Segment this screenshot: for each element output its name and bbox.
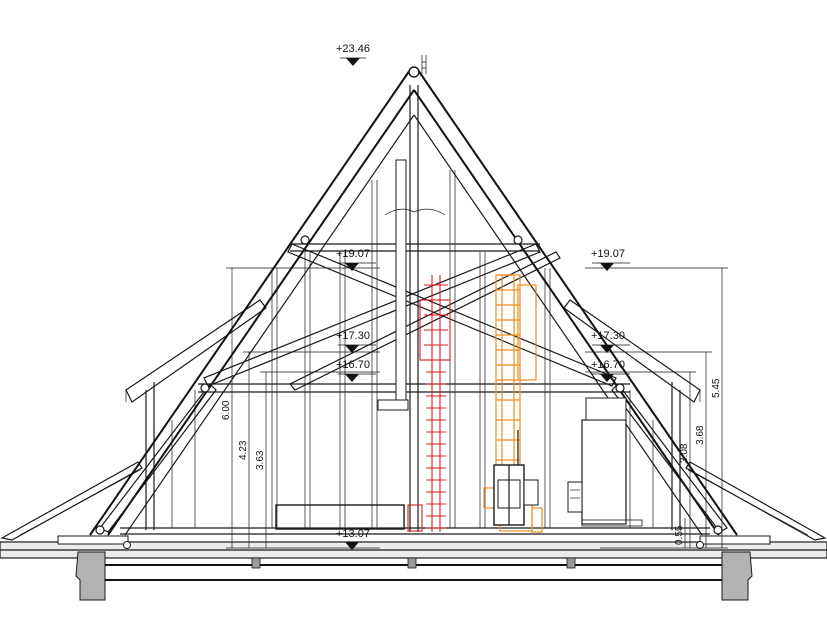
level-label-1730-left: +17.30 [336, 330, 370, 342]
joint-bolts [95, 235, 723, 549]
knee-braces [99, 383, 728, 533]
level-label-1670-left: +16.70 [336, 359, 370, 371]
dimension-055: 0.55 [674, 525, 685, 545]
level-markers [338, 57, 630, 550]
spiral-stair-red [407, 275, 451, 532]
dimension-363: 3.63 [255, 450, 266, 470]
floor-slab [0, 541, 827, 581]
level-label-top: +23.46 [336, 43, 370, 55]
horizontal-beams [120, 243, 710, 535]
dimension-308: 3.08 [679, 443, 690, 463]
level-label-1907-right: +19.07 [591, 248, 625, 260]
left-dormer-roof [125, 299, 267, 530]
level-label-1730-right: +17.30 [591, 330, 625, 342]
left-wall [75, 551, 106, 601]
right-wall [721, 551, 753, 601]
cross-bracing [203, 243, 617, 391]
dimension-545: 5.45 [711, 378, 722, 398]
flue-pipe [377, 55, 446, 411]
level-label-1907-left: +19.07 [336, 248, 370, 260]
dimension-368: 3.68 [695, 425, 706, 445]
main-rafters [89, 66, 738, 536]
dimension-600: 6.00 [221, 400, 232, 420]
vertical-studs [171, 170, 654, 528]
level-label-floor: +13.07 [336, 528, 370, 540]
right-eave [685, 461, 827, 545]
electrical-cabinet [567, 397, 643, 527]
dimension-423: 4.23 [238, 440, 249, 460]
bench [275, 504, 405, 530]
machinery-unit [493, 430, 539, 526]
dimension-lines [226, 267, 728, 549]
level-label-1670-right: +16.70 [591, 359, 625, 371]
left-eave [0, 461, 143, 545]
